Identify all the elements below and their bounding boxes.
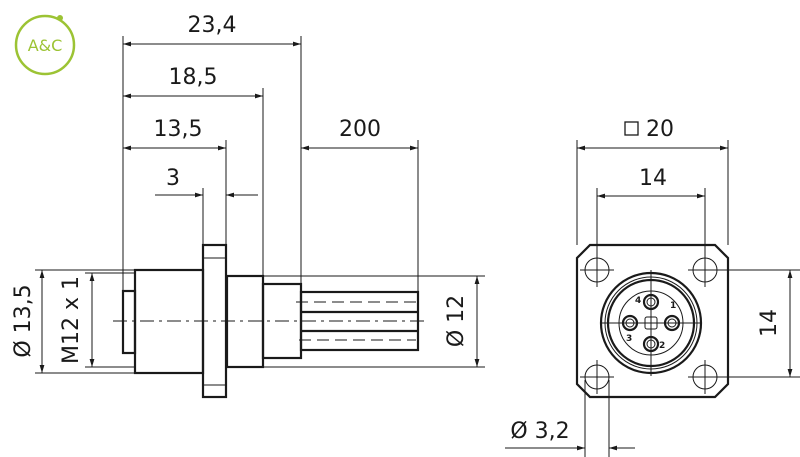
dim-200: 200 — [339, 117, 381, 142]
connector-side-view — [113, 243, 425, 399]
dim-hole-dia: Ø 3,2 — [510, 419, 569, 444]
dim-18-5: 18,5 — [169, 65, 218, 90]
pin-contacts — [621, 293, 681, 353]
dim-dia-13-5: Ø 13,5 — [11, 284, 36, 357]
dim-3: 3 — [166, 166, 180, 191]
pin-label-3: 3 — [626, 334, 632, 344]
logo-text: A&C — [28, 36, 63, 55]
connector-front-view: 1 2 3 4 — [575, 243, 730, 399]
pin-label-2: 2 — [659, 341, 665, 351]
square-symbol-icon — [624, 121, 639, 136]
brand-logo: A&C — [14, 14, 76, 76]
dim-thread: M12 x 1 — [59, 276, 84, 364]
dim-height-14: 14 — [757, 309, 782, 337]
dim-square-20: 20 — [646, 117, 674, 142]
dim-dia-12: Ø 12 — [444, 295, 469, 347]
extension-lines — [35, 36, 485, 374]
dim-23-4: 23,4 — [188, 13, 237, 38]
pin-label-1: 1 — [670, 301, 676, 311]
pin-label-4: 4 — [635, 296, 641, 306]
dim-13-5: 13,5 — [154, 117, 203, 142]
dim-width-14: 14 — [639, 166, 667, 191]
